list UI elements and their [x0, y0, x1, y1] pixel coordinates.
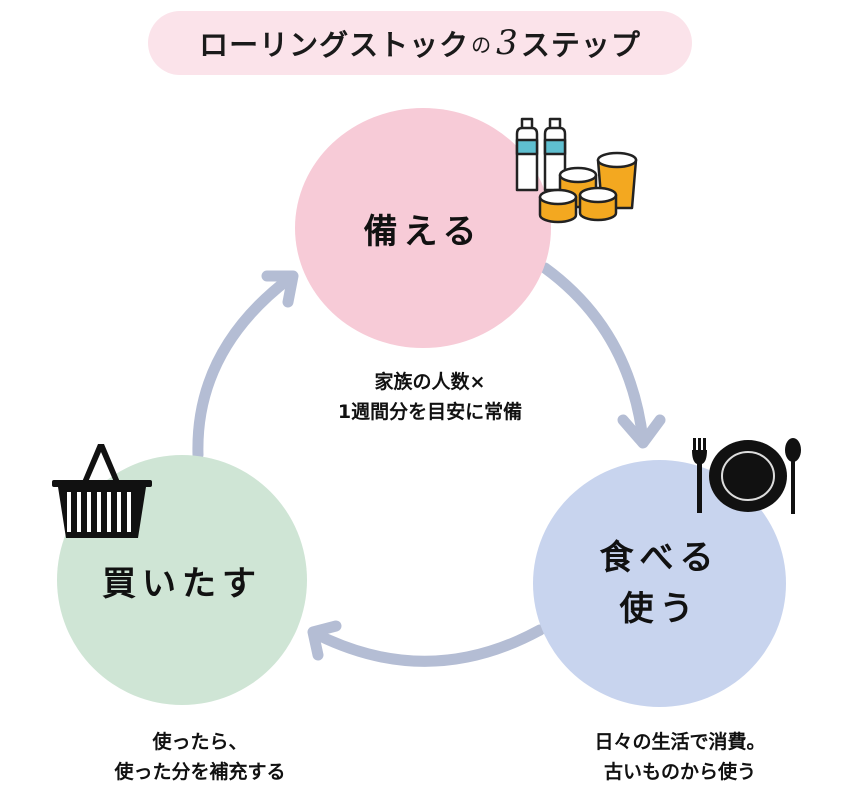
caption-line: 古いものから使う — [603, 761, 756, 783]
caption-eat-use: 日々の生活で消費。 古いものから使う — [530, 727, 830, 787]
arrow-eat-to-buy — [312, 624, 546, 667]
caption-line: 使った分を補充する — [114, 761, 286, 783]
arrow-buy-to-prepare-head — [261, 270, 299, 308]
plate-icon — [709, 440, 787, 512]
caption-line: 1週間分を目安に常備 — [337, 401, 523, 423]
arrow-prepare-to-eat — [539, 262, 649, 446]
caption-buy: 使ったら、 使った分を補充する — [40, 727, 360, 787]
spoon-icon — [785, 438, 801, 462]
caption-prepare: 家族の人数× 1週間分を目安に常備 — [290, 367, 570, 427]
title-prefix: ローリングストック — [199, 28, 470, 62]
fork-icon — [693, 438, 696, 452]
caption-line: 日々の生活で消費。 — [594, 731, 766, 753]
arrow-buy-to-prepare — [192, 272, 296, 461]
step-prepare-circle: 備える — [295, 108, 551, 348]
caption-line: 家族の人数× — [374, 371, 486, 393]
step-eat-label: 食べる — [599, 537, 720, 578]
caption-line: 使ったら、 — [152, 731, 248, 753]
title-suffix: ステップ — [520, 28, 641, 62]
title-particle: の — [471, 32, 493, 57]
step-prepare-label: 備える — [363, 211, 483, 252]
arrow-eat-to-buy-head — [307, 620, 342, 661]
arrow-prepare-to-eat-head — [617, 414, 666, 449]
step-use-label: 使う — [619, 588, 700, 629]
step-buy-label: 買いたす — [102, 563, 262, 604]
title-number: 3 — [496, 23, 519, 63]
